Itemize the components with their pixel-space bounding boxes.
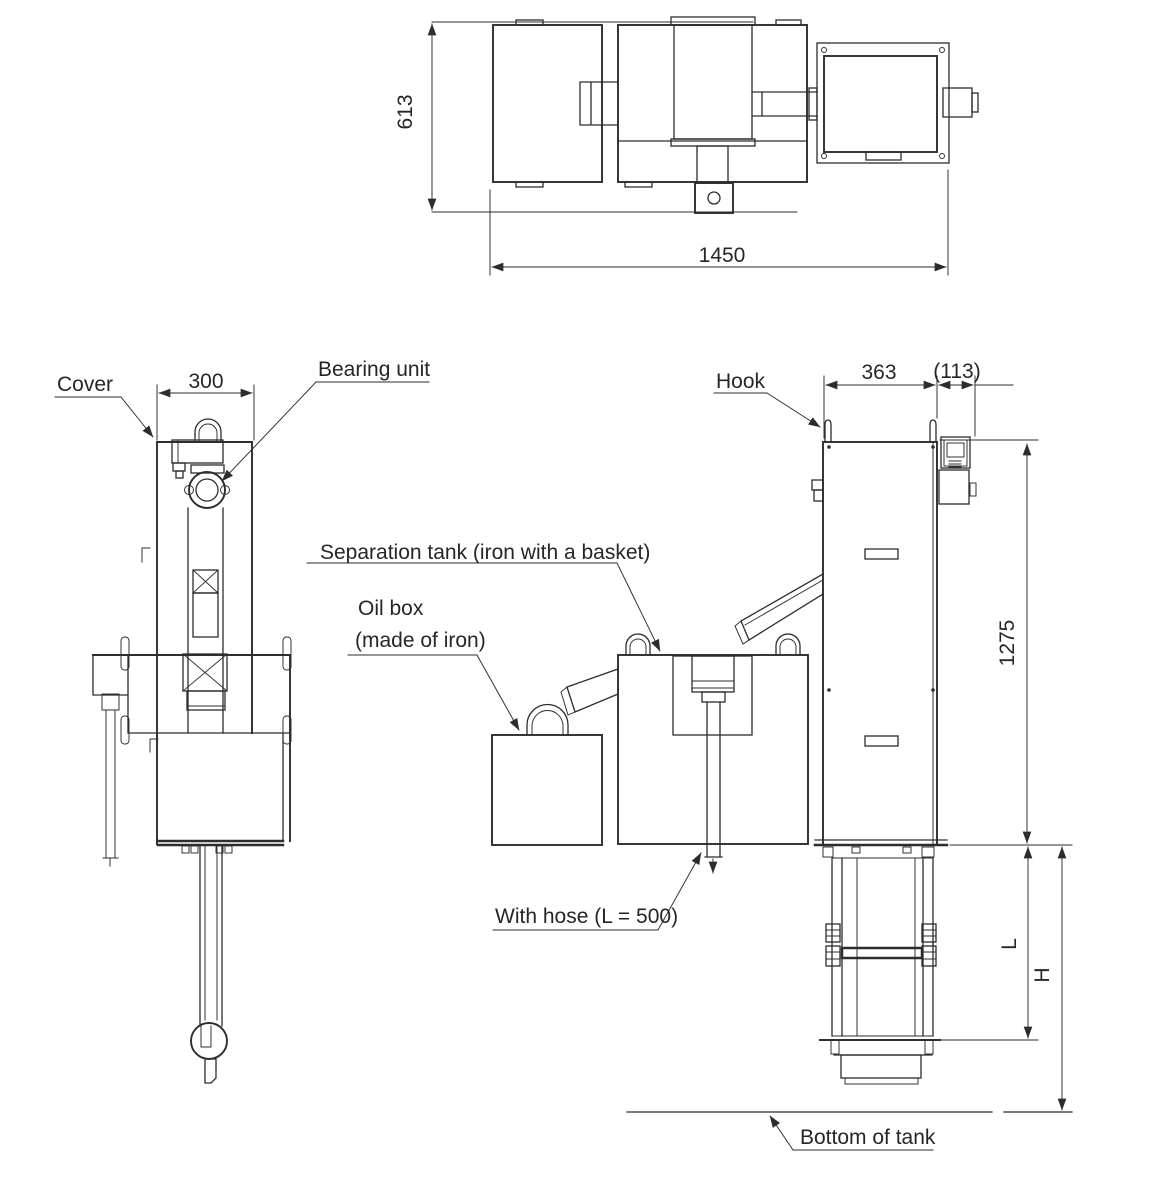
- dimension-lines: [156, 21, 1073, 1113]
- dim-1450-label: 1450: [699, 244, 746, 267]
- separation-tank-view: [491, 633, 809, 874]
- bottom-of-tank-label: Bottom of tank: [800, 1126, 936, 1149]
- text-labels: 613 1450 Cover 300 Bearing unit Separati…: [57, 94, 1054, 1149]
- dim-613-label: 613: [394, 94, 417, 129]
- dim-363-label: 363: [861, 361, 896, 384]
- cover-label: Cover: [57, 373, 113, 396]
- bearing-unit-label: Bearing unit: [318, 358, 430, 381]
- dim-L-label: L: [998, 938, 1021, 950]
- dim-113-label: (113): [933, 360, 980, 383]
- oil-box-label-line1: Oil box: [358, 597, 424, 620]
- with-hose-label: With hose (L = 500): [495, 905, 678, 928]
- dim-300-label: 300: [188, 370, 223, 393]
- right-side-view: [734, 419, 977, 1085]
- dim-1275-label: 1275: [996, 620, 1019, 667]
- dim-H-label: H: [1031, 967, 1054, 982]
- left-side-view: [92, 418, 292, 1084]
- top-view: [492, 16, 979, 214]
- hook-label: Hook: [716, 370, 766, 393]
- oil-box-label-line2: (made of iron): [355, 629, 486, 652]
- leader-lines: [54, 381, 934, 1151]
- separation-tank-label: Separation tank (iron with a basket): [320, 541, 650, 564]
